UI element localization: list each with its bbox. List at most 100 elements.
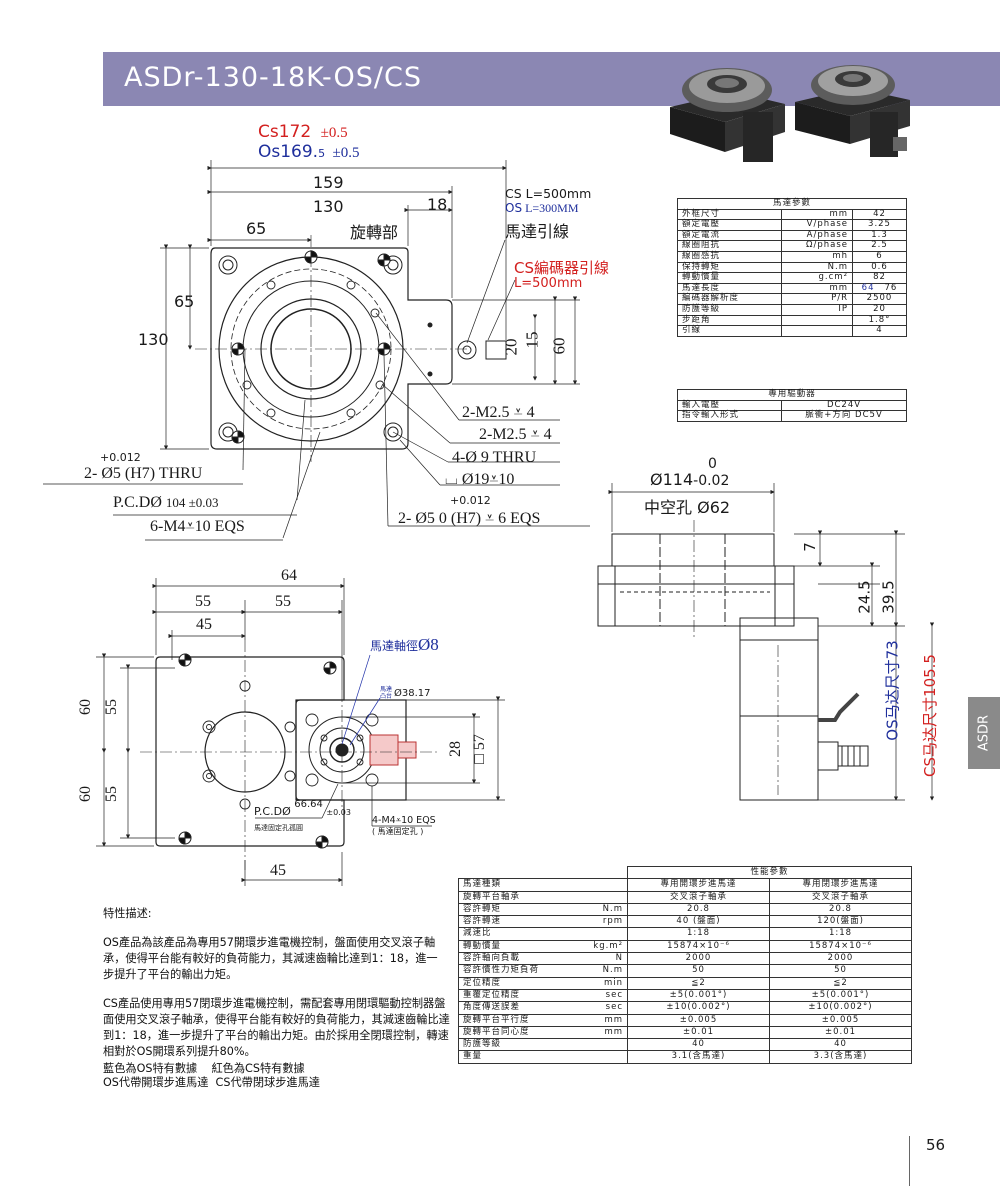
dim-55-upper: 55: [103, 699, 120, 715]
param-unit: g.cm²: [781, 272, 853, 284]
dim-159: 159: [313, 173, 344, 192]
param-unit: [781, 314, 853, 327]
perf-os-value: 3.1(含馬達): [627, 1050, 770, 1064]
driver-table-row: 指令輸入形式脈衝+方向 DC5V: [677, 410, 907, 422]
bottom-view-drawing: [96, 578, 505, 886]
driver-param-name: 指令輸入形式: [677, 410, 782, 422]
legend-block: 藍色為OS特有數據 紅色為CS特有數據 OS代帶開環步進馬達 CS代帶閉球步進馬…: [103, 1062, 320, 1090]
perf-table-row: 馬達種類專用開環步進馬達專用閉環步進馬達: [458, 878, 912, 892]
perf-os-value: 專用開環步進馬達: [627, 878, 770, 892]
side-tab-label: ASDR: [976, 714, 992, 752]
os-total-length: Os169.5 ±0.5: [258, 142, 360, 162]
param-name: 線圈阻抗: [677, 240, 782, 252]
perf-cs-value: ±0.01: [769, 1025, 912, 1040]
param-name: 防護等級: [677, 303, 782, 316]
driver-param-value: DC24V: [781, 399, 907, 412]
product-unit-left: [670, 68, 785, 162]
perf-os-value: 40: [627, 1038, 770, 1052]
perf-param-name: 定位精度: [458, 976, 579, 990]
top-view-drawing: [43, 160, 590, 541]
spigot-value: Ø38.17: [394, 688, 431, 699]
features-heading: 特性描述:: [103, 907, 152, 920]
perf-param-unit: [579, 890, 628, 904]
dim-65-top: 65: [246, 219, 267, 238]
cs-total-length: Cs172 ±0.5: [258, 122, 348, 142]
driver-param-value: 脈衝+方向 DC5V: [781, 410, 907, 422]
dim-55-left: 55: [195, 593, 211, 610]
perf-cs-value: 20.8: [769, 902, 912, 917]
param-unit: mh: [781, 250, 853, 263]
perf-cs-value: ±5(0.001°): [769, 988, 912, 1003]
param-value: 82: [852, 272, 907, 284]
perf-param-name: 馬達種類: [458, 878, 579, 892]
dim-60-upper: 60: [77, 699, 94, 715]
dim-20: 20: [501, 338, 521, 356]
perf-cs-value: 15874×10⁻⁶: [769, 939, 912, 954]
page-number: 56: [926, 1136, 946, 1154]
dia114-zero: 0: [708, 456, 717, 472]
param-value: 0.6: [852, 261, 907, 274]
hollow-hole-callout: 中空孔 Ø62: [644, 498, 731, 517]
perf-os-value: 2000: [627, 952, 770, 966]
param-value: 1.8°: [852, 314, 907, 327]
param-unit: N.m: [781, 261, 853, 274]
perf-cs-value: 3.3(含馬達): [769, 1050, 912, 1064]
param-name: 線圈感抗: [677, 250, 782, 263]
perf-os-value: ±5(0.001°): [627, 988, 770, 1003]
page-title: ASDr-130-18K-OS/CS: [124, 62, 422, 93]
param-name: 引線: [677, 325, 782, 337]
perf-cs-value: 交叉滾子軸承: [769, 890, 912, 904]
perf-os-value: 15874×10⁻⁶: [627, 939, 770, 954]
param-value: 2500: [852, 293, 907, 305]
product-unit-right: [795, 65, 910, 157]
dia114-callout: Ø114-0.02: [650, 470, 730, 489]
dim-60: 60: [549, 337, 569, 355]
perf-param-name: 容許轉矩: [458, 902, 579, 917]
motor-pcd-note: 馬達固定孔孤圓: [254, 824, 303, 832]
perf-param-unit: kg.m²: [579, 939, 628, 954]
pin-right-callout: 2- Ø5 0 (H7) ⩡ 6 EQS: [398, 510, 541, 527]
perf-os-value: 20.8: [627, 902, 770, 917]
pin-left-tolerance: +0.012: [100, 451, 141, 464]
spigot-label: 馬達凸台: [380, 686, 393, 700]
param-value: 20: [852, 303, 907, 316]
legend-os-note: OS代帶開環步進馬達: [103, 1076, 209, 1089]
param-value: 2.5: [852, 240, 907, 252]
pcd-callout: P.C.DØ 104 ±0.03: [113, 494, 219, 511]
perf-param-unit: N: [579, 952, 628, 966]
m25-callout-a: 2-M2.5 ⩡ 4: [462, 404, 535, 421]
dim-24-5: 24.5: [855, 580, 874, 614]
perf-os-value: 交叉滾子軸承: [627, 890, 770, 904]
os-motor-size: OS马达尺寸73: [883, 640, 902, 741]
perf-cs-value: 40: [769, 1038, 912, 1052]
motor-length-os: 64: [861, 282, 875, 293]
perf-param-unit: mm: [579, 1013, 628, 1027]
side-tab: ASDR: [968, 697, 1000, 769]
os-description: OS產品為該產品為專用57開環步進電機控制，盤面使用交叉滾子軸承，使得平台能有較…: [103, 936, 438, 981]
perf-param-name: 角度傳送誤差: [458, 1001, 579, 1015]
perf-param-unit: [579, 1038, 628, 1052]
perf-param-name: 防護等級: [458, 1038, 579, 1052]
param-unit: [781, 325, 853, 337]
motor-shaft-callout: 馬達軸徑Ø8: [370, 635, 439, 654]
perf-param-unit: rpm: [579, 915, 628, 929]
dim-60-lower: 60: [77, 786, 94, 802]
dim-7: 7: [800, 542, 819, 552]
dim-55-right: 55: [275, 593, 291, 610]
dim-57-square: □ 57: [470, 734, 488, 764]
page-number-rule: [909, 1136, 910, 1186]
perf-param-unit: N.m: [579, 964, 628, 978]
dim-45-bottom: 45: [270, 862, 286, 879]
perf-param-name: 旋轉平台軸承: [458, 890, 579, 904]
